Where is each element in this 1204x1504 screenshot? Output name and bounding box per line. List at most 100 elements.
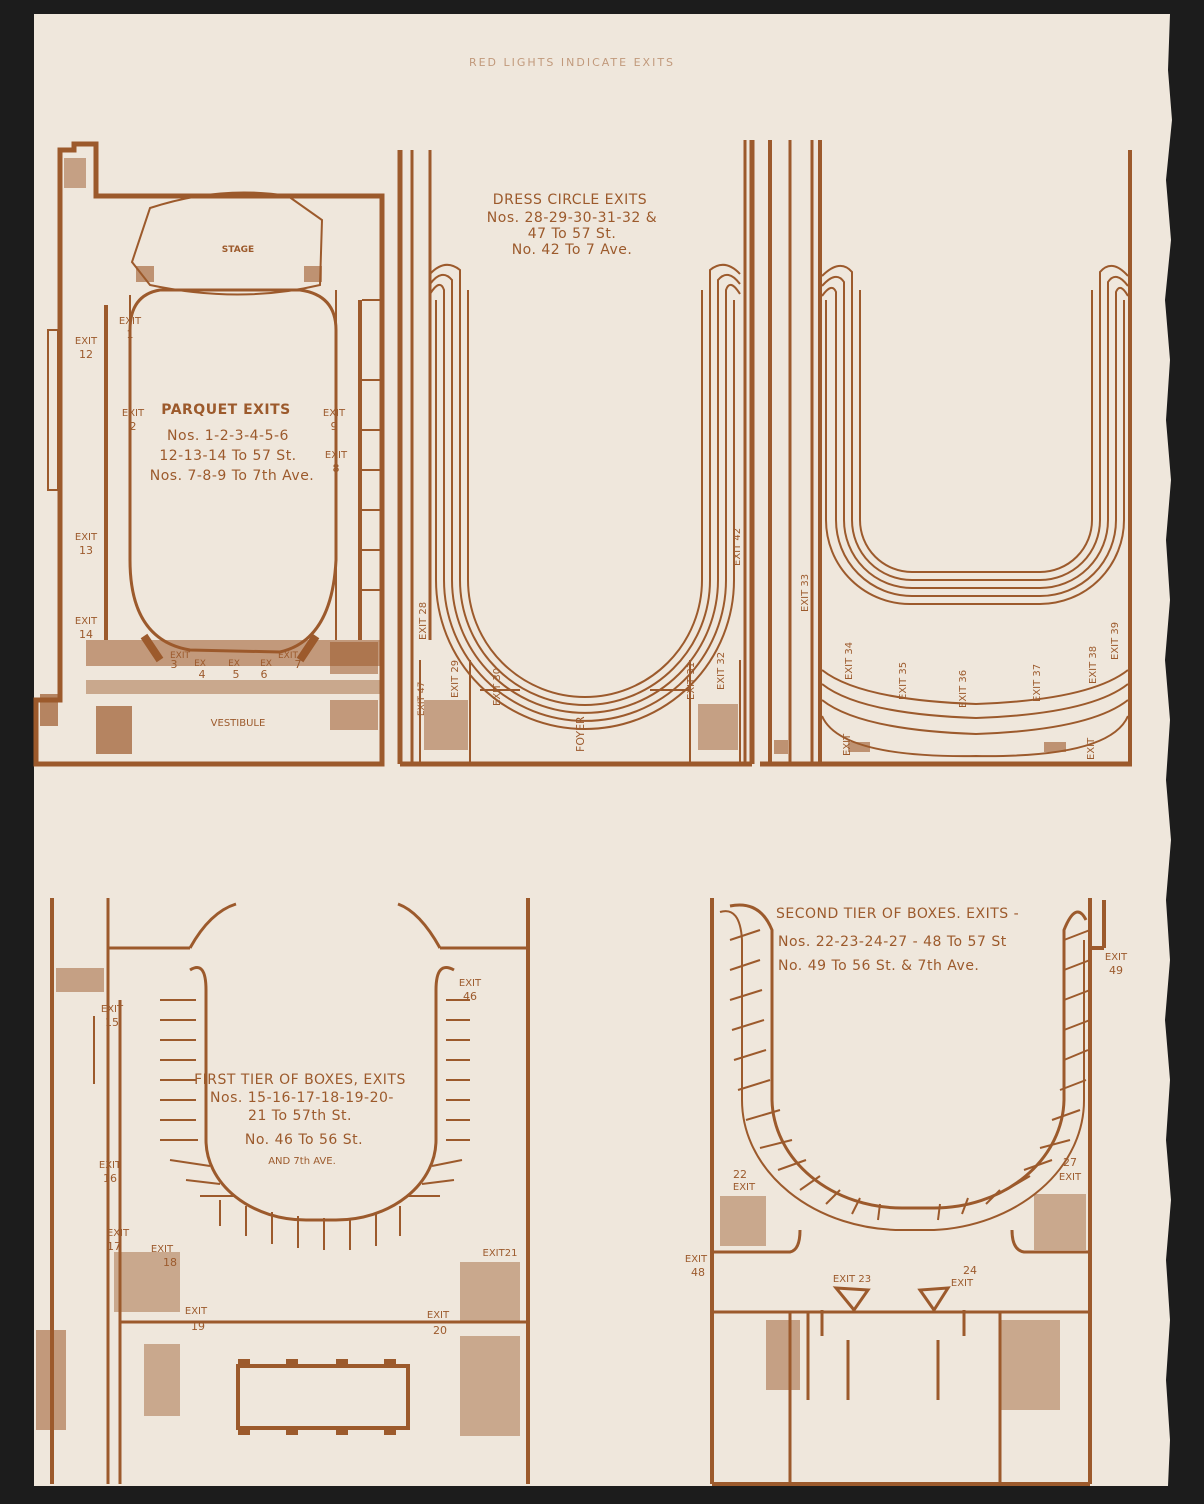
exit-13-num: 13 bbox=[79, 544, 93, 557]
first-tier-caption-line-1: Nos. 15-16-17-18-19-20- bbox=[210, 1090, 394, 1106]
exit-32-label: EXIT 32 bbox=[716, 652, 727, 690]
second-tier-caption-title: SECOND TIER OF BOXES. EXITS - bbox=[776, 906, 1019, 922]
exit-4-word: EX bbox=[194, 659, 206, 669]
exit-9-num: 9 bbox=[331, 420, 338, 433]
dress-circle-row-3 bbox=[429, 283, 741, 722]
dress-circle-plan bbox=[397, 140, 755, 767]
first-tier-caption-line-2: 21 To 57th St. bbox=[248, 1108, 352, 1124]
exit-35-label: EXIT 35 bbox=[898, 662, 909, 700]
exit-48-num: 48 bbox=[691, 1266, 705, 1279]
exit-24-num: 24 bbox=[963, 1264, 977, 1277]
exit-5-num: 5 bbox=[233, 668, 240, 681]
first-tier-labels: FIRST TIER OF BOXES, EXITS Nos. 15-16-17… bbox=[99, 978, 518, 1337]
exit-49-word: EXIT bbox=[1105, 952, 1128, 963]
exit-12-word: EXIT bbox=[75, 336, 98, 347]
exit-2-word: EXIT bbox=[122, 408, 145, 419]
exit-38-label: EXIT 38 bbox=[1088, 646, 1099, 684]
exit-24-word: EXIT bbox=[951, 1278, 974, 1289]
exit-7-num: 7 bbox=[295, 658, 302, 671]
exit-7-word: EXIT bbox=[278, 651, 299, 661]
exit-42-label: EXIT 42 bbox=[732, 528, 743, 566]
balcony-row-2 bbox=[821, 275, 1129, 589]
exit-21-label: EXIT21 bbox=[483, 1248, 518, 1259]
exit-30-label: EXIT 30 bbox=[492, 668, 503, 706]
paper-sheet bbox=[34, 14, 1172, 1486]
exit-6-word: EX bbox=[260, 659, 272, 669]
exit-15-num: 15 bbox=[105, 1016, 119, 1029]
exit-14-num: 14 bbox=[79, 628, 93, 641]
first-tier-caption-line-3: No. 46 To 56 St. bbox=[245, 1132, 363, 1148]
exit-5-word: EX bbox=[228, 659, 240, 669]
exit-36-label: EXIT 36 bbox=[958, 670, 969, 708]
exit-22-num: 22 bbox=[733, 1168, 747, 1181]
exit-17-word: EXIT bbox=[107, 1228, 130, 1239]
exit-20-word: EXIT bbox=[427, 1310, 450, 1321]
second-tier-caption-line-1: Nos. 22-23-24-27 - 48 To 57 St bbox=[778, 934, 1007, 950]
exit-19-num: 19 bbox=[191, 1320, 205, 1333]
exit-19-word: EXIT bbox=[185, 1306, 208, 1317]
exit-46-word: EXIT bbox=[459, 978, 482, 989]
exit-34-label: EXIT 34 bbox=[844, 642, 855, 680]
header-notice: RED LIGHTS INDICATE EXITS bbox=[469, 56, 675, 69]
balcony-lower-curve-2 bbox=[821, 683, 1129, 720]
exit-28-label: EXIT 28 bbox=[418, 602, 429, 640]
second-tier-labels: SECOND TIER OF BOXES. EXITS - Nos. 22-23… bbox=[685, 906, 1128, 1289]
exit-2-num: 2 bbox=[130, 420, 137, 433]
dress-circle-caption-line-1: Nos. 28-29-30-31-32 & bbox=[487, 210, 657, 226]
exit-20-num: 20 bbox=[433, 1324, 447, 1337]
exit-16-word: EXIT bbox=[99, 1160, 122, 1171]
balcony-row-5 bbox=[859, 290, 1093, 573]
first-tier-box-curve bbox=[189, 966, 455, 1222]
stage-label: STAGE bbox=[222, 245, 254, 255]
dress-circle-caption-line-2: 47 To 57 St. bbox=[528, 226, 617, 242]
exit-15-word: EXIT bbox=[101, 1004, 124, 1015]
second-tier-inner-curve bbox=[719, 910, 1086, 1231]
exit-37-label: EXIT 37 bbox=[1032, 664, 1043, 702]
second-tier-plan bbox=[710, 898, 1106, 1486]
first-tier-plan bbox=[36, 898, 530, 1484]
exit-46-num: 46 bbox=[463, 990, 477, 1003]
balcony-lower-curve-3 bbox=[821, 699, 1129, 736]
balcony-plan bbox=[760, 140, 1132, 767]
vestibule-label: VESTIBULE bbox=[211, 718, 266, 729]
dress-circle-row-2 bbox=[429, 273, 741, 714]
exit-6-num: 6 bbox=[261, 668, 268, 681]
exit-3-num: 3 bbox=[171, 658, 178, 671]
exit-29-label: EXIT 29 bbox=[450, 660, 461, 698]
exit-23-label: EXIT 23 bbox=[833, 1274, 871, 1285]
exit-48-word: EXIT bbox=[685, 1254, 708, 1265]
exit-18-num: 18 bbox=[163, 1256, 177, 1269]
parquet-plan bbox=[33, 141, 385, 767]
exit-1-num: 1 bbox=[127, 328, 134, 341]
exit-8-word: EXIT bbox=[325, 450, 348, 461]
balcony-lower-curve-1 bbox=[821, 669, 1129, 706]
balcony-row-3 bbox=[821, 286, 1129, 597]
parquet-seating-outline bbox=[128, 288, 338, 654]
second-tier-caption-line-2: No. 49 To 56 St. & 7th Ave. bbox=[778, 958, 979, 974]
dress-circle-row-5 bbox=[467, 290, 703, 698]
balcony-row-1 bbox=[821, 265, 1129, 581]
parquet-caption-title: PARQUET EXITS bbox=[161, 402, 291, 418]
exit-47-label: EXIT 47 bbox=[417, 682, 427, 716]
exit-lower-left-label: EXIT bbox=[842, 733, 853, 756]
dress-circle-caption-line-3: No. 42 To 7 Ave. bbox=[512, 242, 633, 258]
balcony-lower-curve-4 bbox=[821, 715, 1129, 758]
first-tier-caption-line-4: AND 7th AVE. bbox=[268, 1156, 336, 1167]
dress-circle-row-1 bbox=[429, 263, 741, 706]
exit-31-label: EXIT 31 bbox=[686, 662, 697, 700]
exit-4-num: 4 bbox=[199, 668, 206, 681]
exit-49-num: 49 bbox=[1109, 964, 1123, 977]
parquet-caption-line-1: Nos. 1-2-3-4-5-6 bbox=[167, 428, 289, 444]
dress-circle-labels: DRESS CIRCLE EXITS Nos. 28-29-30-31-32 &… bbox=[417, 192, 743, 752]
exit-27-num: 27 bbox=[1063, 1156, 1077, 1169]
foyer-label: FOYER bbox=[574, 716, 587, 752]
parquet-labels: STAGE VESTIBULE PARQUET EXITS Nos. 1-2-3… bbox=[75, 245, 348, 729]
exit-3-word: EXIT bbox=[170, 651, 191, 661]
second-tier-outer-curve bbox=[729, 903, 1088, 1210]
exit-22-word: EXIT bbox=[733, 1182, 756, 1193]
exit-12-num: 12 bbox=[79, 348, 93, 361]
exit-9-word: EXIT bbox=[323, 408, 346, 419]
dress-circle-row-4 bbox=[435, 300, 735, 730]
first-tier-caption-title: FIRST TIER OF BOXES, EXITS bbox=[194, 1072, 406, 1088]
